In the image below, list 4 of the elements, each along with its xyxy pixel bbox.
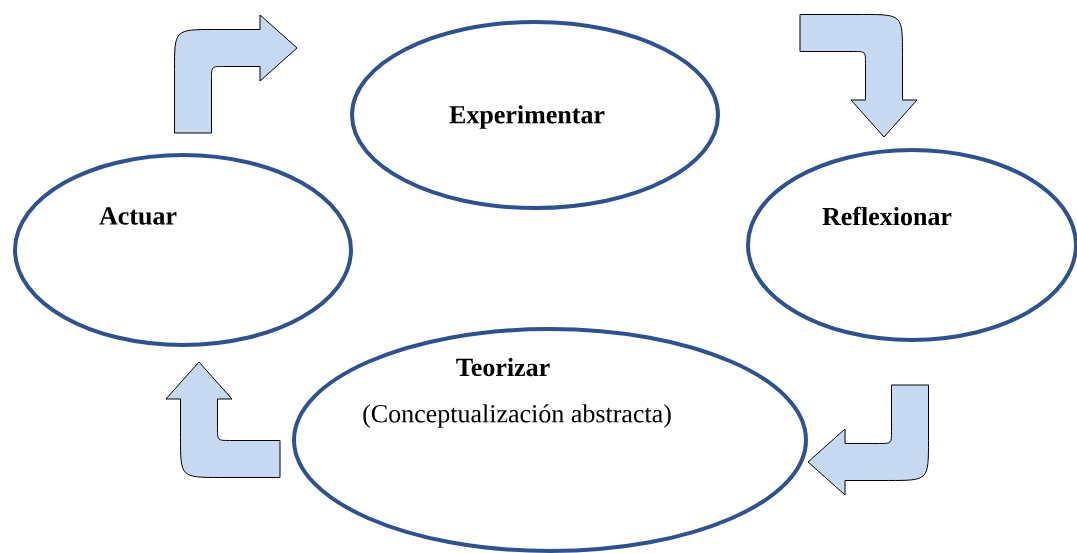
- block-arrow: [165, 361, 281, 478]
- block-arrow: [807, 384, 929, 496]
- block-arrow: [799, 14, 918, 138]
- block-arrow: [174, 14, 298, 134]
